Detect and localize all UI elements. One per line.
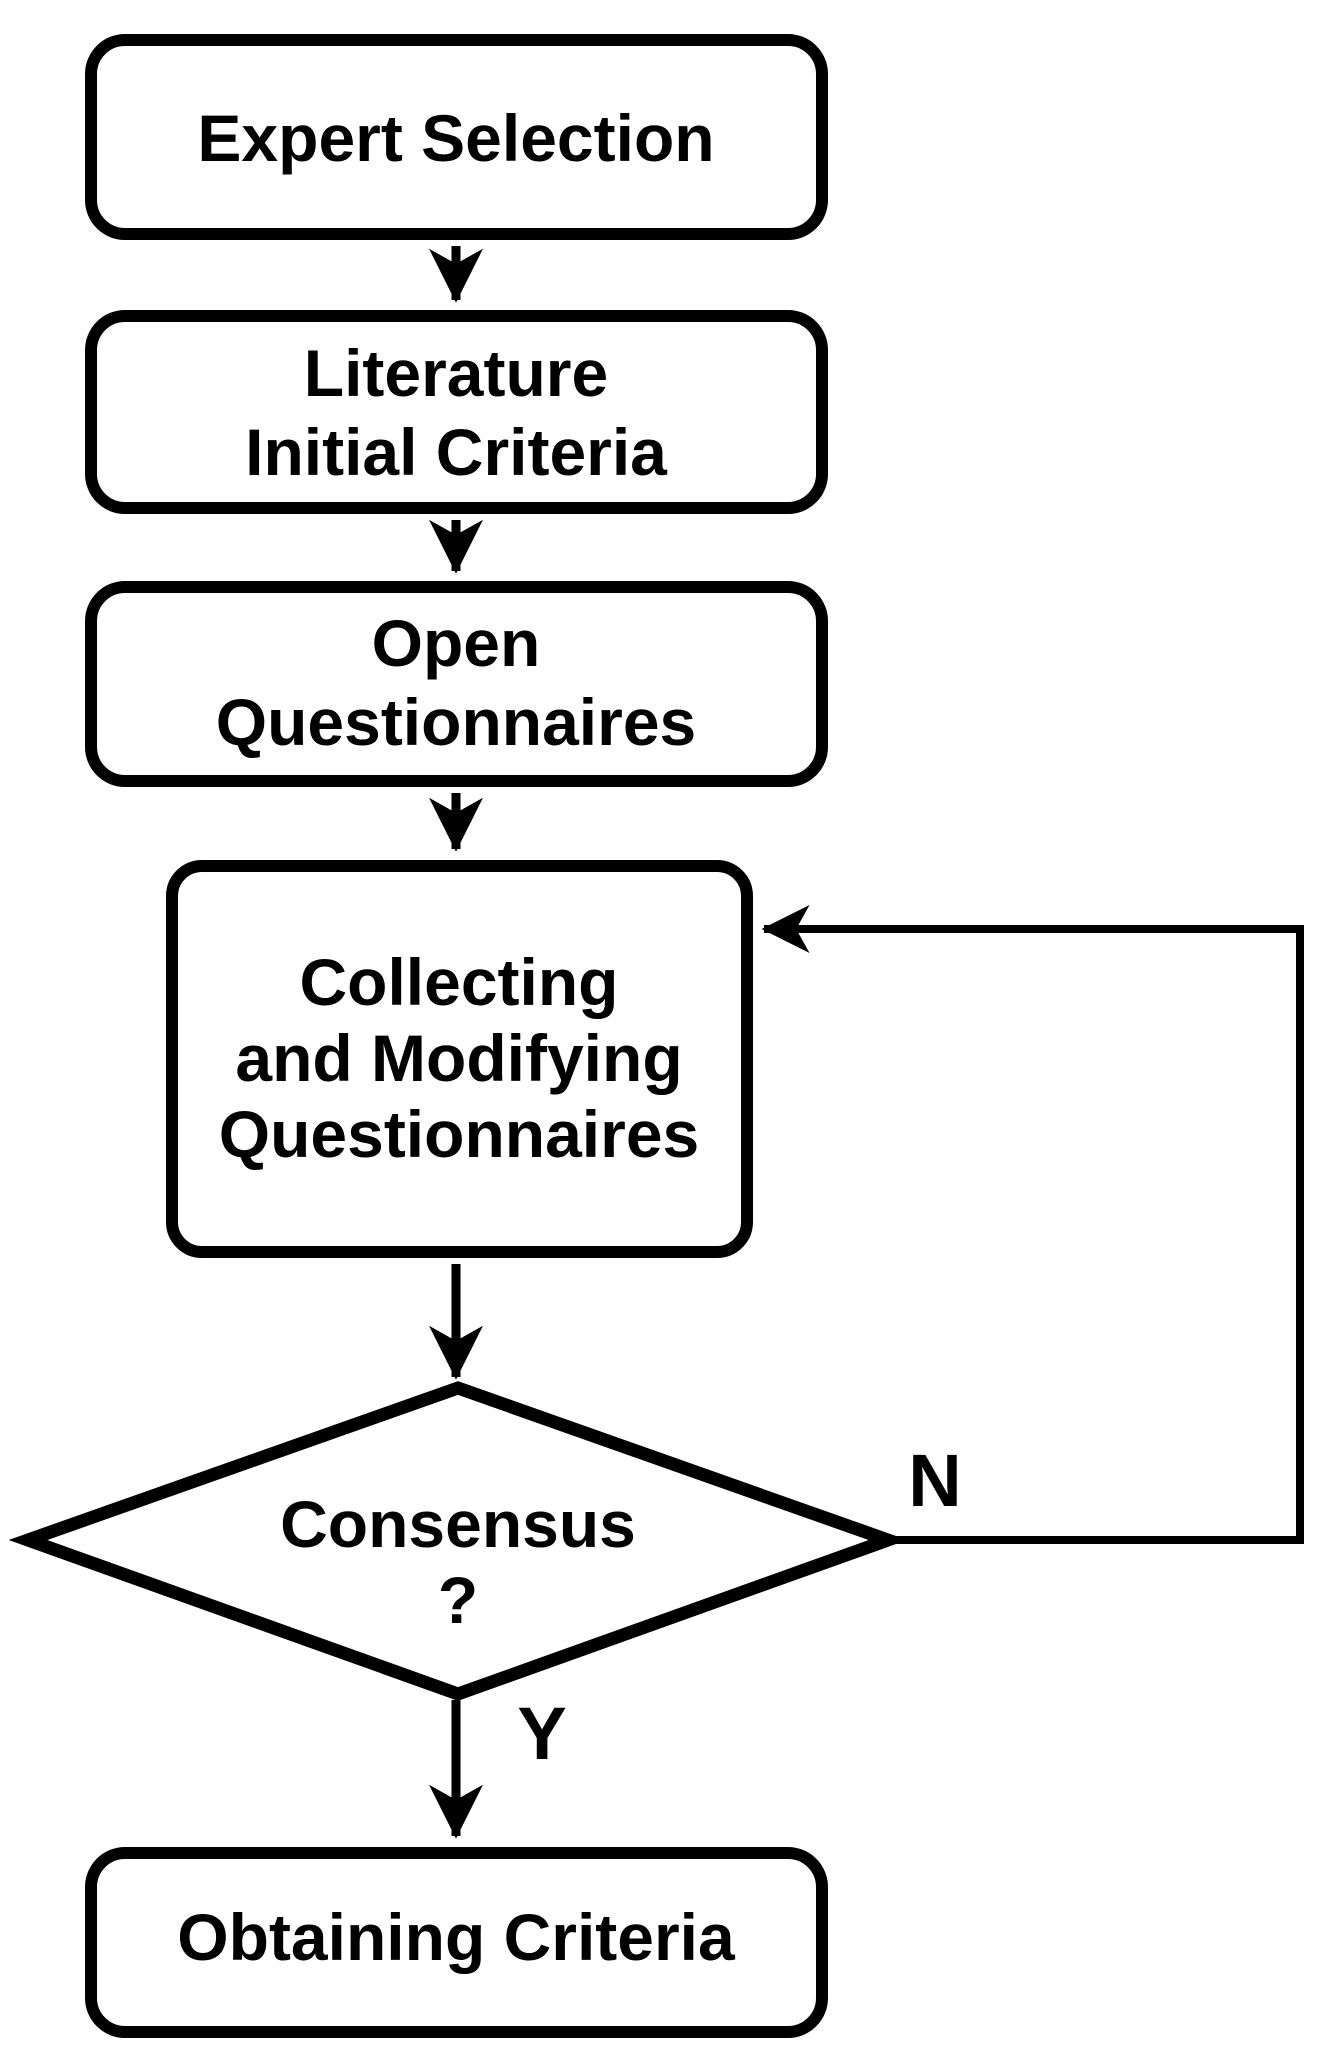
node-collecting-and-modifying-questionnaires — [166, 860, 753, 1258]
node-collecting-line1: Collecting — [299, 945, 618, 1019]
node-literature-initial-criteria-line2: Initial Criteria — [245, 415, 668, 489]
node-expert-selection-label: Expert Selection — [197, 101, 714, 175]
node-collecting-line3: Questionnaires — [219, 1097, 699, 1171]
node-collecting-line2: and Modifying — [235, 1021, 682, 1095]
node-consensus-line2: ? — [438, 1563, 478, 1637]
node-obtaining-criteria — [85, 1847, 828, 2038]
node-open-questionnaires-line1: Open — [372, 606, 541, 680]
node-obtaining-criteria-label: Obtaining Criteria — [177, 1900, 736, 1974]
node-consensus-diamond — [8, 1381, 908, 1701]
node-literature-initial-criteria-line1: Literature — [304, 336, 608, 410]
node-consensus-line1: Consensus — [280, 1487, 636, 1561]
node-literature-initial-criteria — [85, 310, 828, 514]
edge-consensus-no-feedback — [761, 905, 1304, 1544]
node-open-questionnaires — [85, 581, 828, 787]
node-open-questionnaires-line2: Questionnaires — [216, 685, 696, 759]
edge-label-no: N — [908, 1439, 961, 1522]
edge-label-yes: Y — [517, 1692, 566, 1775]
node-expert-selection — [85, 34, 828, 240]
